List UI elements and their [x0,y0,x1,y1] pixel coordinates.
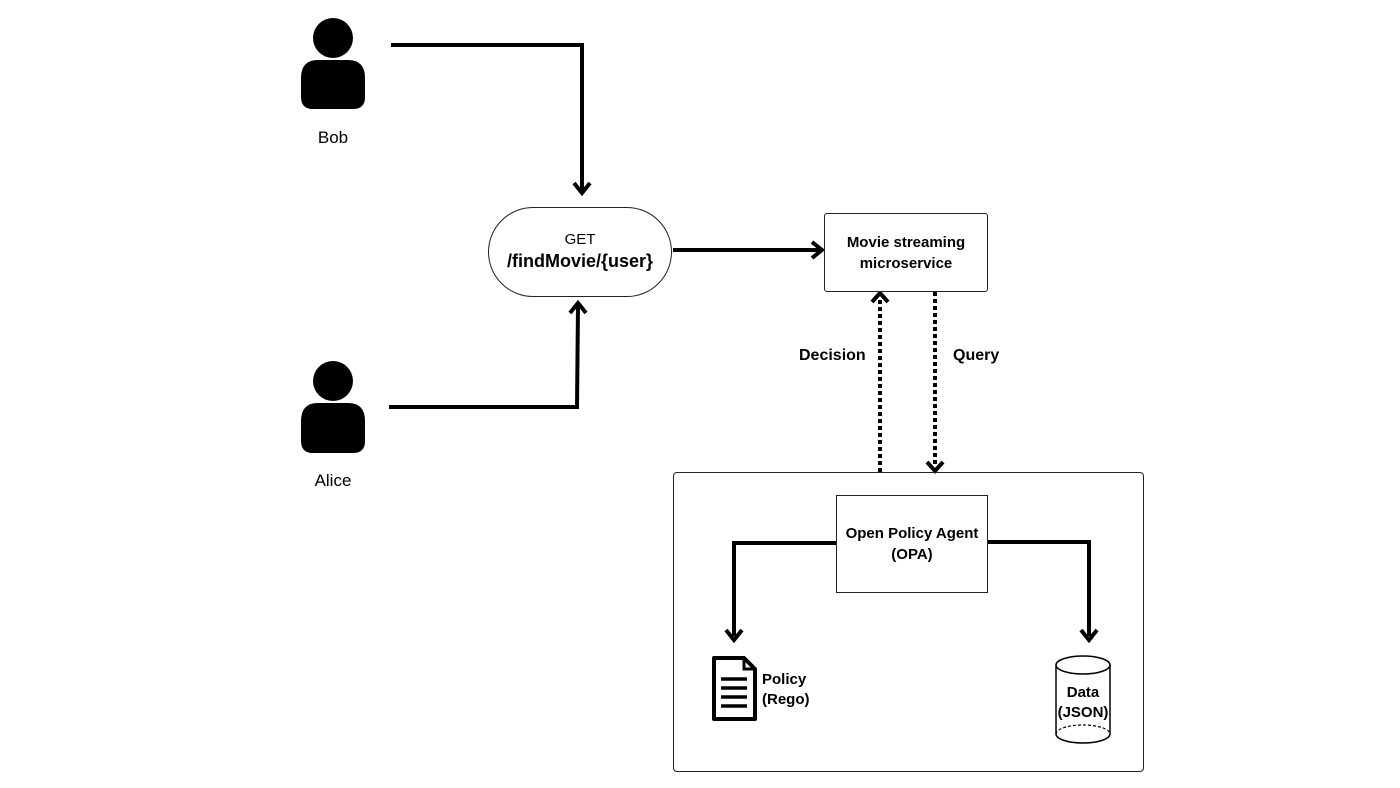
opa-to-policy-arrow [724,541,836,644]
bob-to-endpoint-arrow [391,43,592,197]
database-icon [1055,655,1111,744]
decision-arrow [870,289,890,472]
policy-label-line1: Policy [762,671,807,688]
opa-container [673,472,1144,772]
endpoint-node: GET /findMovie/{user} [488,207,672,297]
alice-to-endpoint-arrow [389,299,588,409]
query-label: Query [953,347,1000,364]
document-icon [712,656,757,721]
actor-label-bob: Bob [317,128,349,147]
opa-node: Open Policy Agent (OPA) [836,495,988,593]
opa-to-data-arrow [988,540,1099,644]
service-label-line2: microservice [859,254,953,272]
data-label: Data (JSON) [1053,683,1113,723]
data-label-line2: (JSON) [1057,704,1109,721]
actor-label-alice: Alice [314,471,352,490]
service-label-line1: Movie streaming [846,233,966,251]
policy-label-line2: (Rego) [762,691,810,708]
query-arrow [925,292,945,475]
opa-label-line2: (OPA) [891,546,933,563]
service-node: Movie streaming microservice [824,213,988,292]
endpoint-path: /findMovie/{user} [506,251,654,271]
decision-label: Decision [799,347,866,364]
person-icon [301,361,365,453]
opa-label-line1: Open Policy Agent [845,525,979,542]
data-label-line1: Data [1066,684,1100,701]
policy-label: Policy (Rego) [762,670,810,710]
endpoint-method: GET [564,231,596,248]
person-icon [301,18,365,109]
endpoint-to-service-arrow [673,240,826,260]
